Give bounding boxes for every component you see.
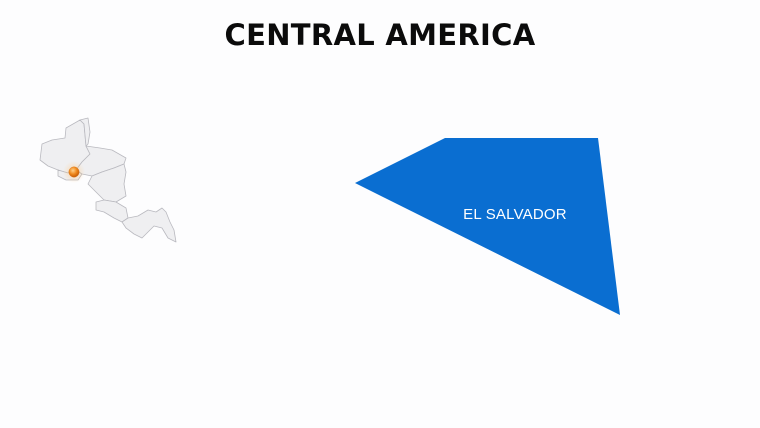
panama-shape	[121, 207, 177, 243]
country-label: EL SALVADOR	[463, 206, 567, 223]
slide-title: CENTRAL AMERICA	[224, 18, 536, 52]
belize-shape	[79, 117, 91, 147]
nicaragua-shape	[87, 163, 127, 203]
el-salvador-polygon	[355, 138, 620, 315]
location-marker-icon	[68, 166, 80, 178]
central-america-locator-map	[39, 117, 177, 243]
